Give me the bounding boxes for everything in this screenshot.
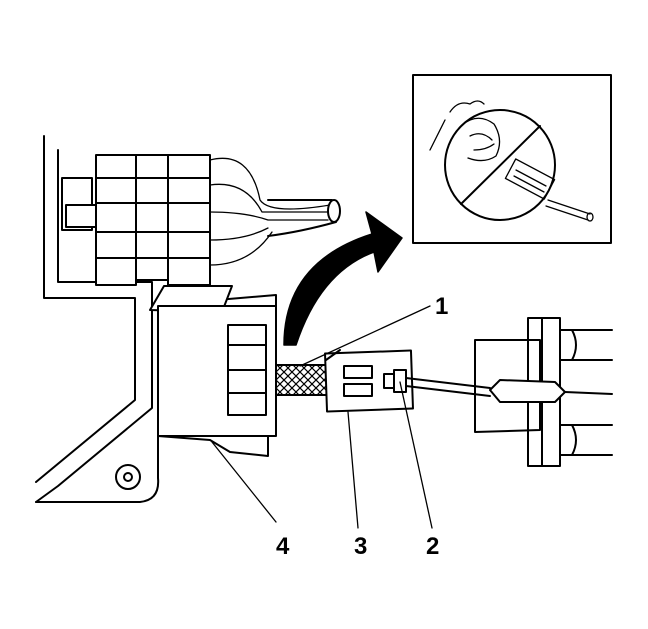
- prohibited-action-icon: [412, 74, 612, 244]
- callout-3: 3: [354, 533, 367, 560]
- connector-body: [149, 285, 277, 457]
- mounting-bracket: [35, 135, 160, 503]
- leader-lines: [211, 305, 433, 529]
- terminal-housing: [324, 349, 414, 413]
- curved-arrow-icon: [283, 211, 403, 346]
- callout-2: 2: [426, 533, 439, 560]
- harness-connector-block: [61, 154, 341, 286]
- right-component: [474, 317, 613, 467]
- callout-1: 1: [435, 293, 448, 320]
- callout-4: 4: [276, 533, 290, 560]
